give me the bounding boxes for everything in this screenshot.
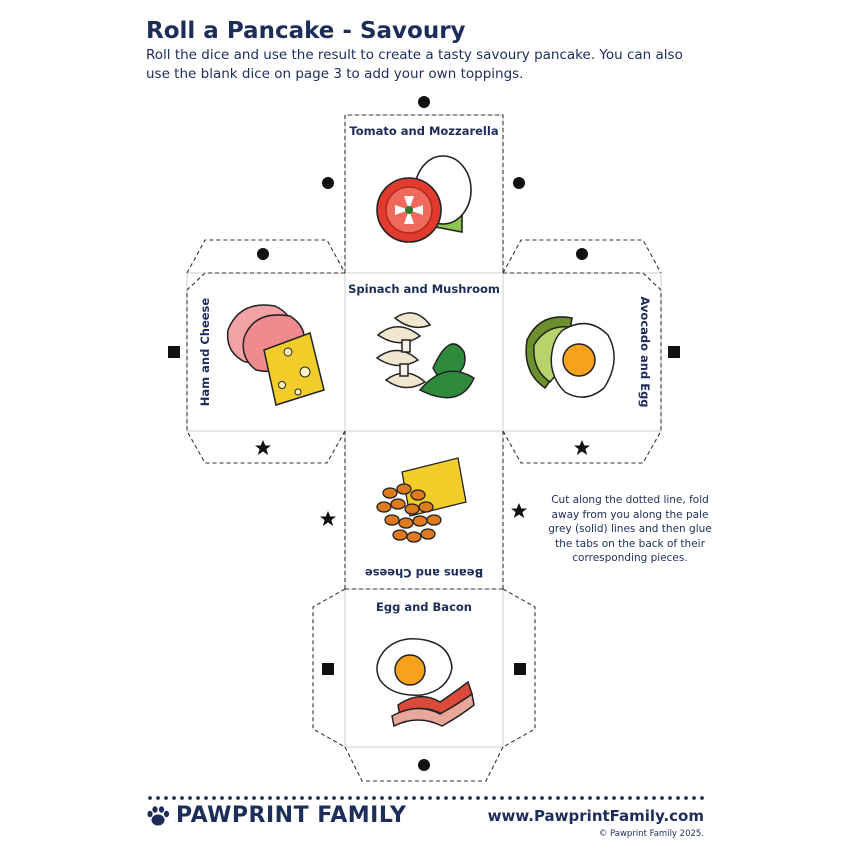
egg-bacon-illustration (376, 638, 475, 728)
brand-name: PAWPRINT FAMILY (176, 803, 407, 828)
marker-star (511, 503, 527, 518)
marker-circle (418, 759, 430, 771)
face-label-lower: Beans and Cheese (364, 566, 484, 580)
spinach-mushroom-illustration (375, 312, 475, 399)
face-label-left: Ham and Cheese (198, 297, 212, 407)
face-label-right: Avocado and Egg (638, 296, 652, 408)
page-title: Roll a Pancake - Savoury (146, 18, 466, 44)
marker-square (668, 346, 680, 358)
marker-circle (576, 248, 588, 260)
face-label-top: Tomato and Mozzarella (349, 124, 499, 138)
marker-square (168, 346, 180, 358)
marker-circle (257, 248, 269, 260)
footer-divider (146, 796, 704, 800)
marker-circle (513, 177, 525, 189)
face-label-bottom: Egg and Bacon (376, 600, 472, 614)
marker-square (322, 663, 334, 675)
intro-text: Roll the dice and use the result to crea… (146, 47, 683, 82)
marker-star (255, 440, 271, 455)
ham-cheese-illustration (226, 304, 325, 406)
tomato-mozzarella-illustration (376, 155, 472, 243)
avocado-egg-illustration (525, 316, 615, 398)
marker-square (514, 663, 526, 675)
brand-logo: PAWPRINT FAMILY (146, 803, 406, 828)
copyright-text: © Pawprint Family 2025. (598, 829, 704, 839)
marker-star (574, 440, 590, 455)
face-label-center: Spinach and Mushroom (348, 282, 500, 296)
cutting-instructions: Cut along the dotted line, fold away fro… (548, 494, 712, 564)
marker-circle (418, 96, 430, 108)
paw-icon (147, 805, 170, 825)
marker-circle (322, 177, 334, 189)
website-url[interactable]: www.PawprintFamily.com (487, 807, 704, 825)
marker-star (320, 511, 336, 526)
beans-cheese-illustration (376, 457, 467, 543)
